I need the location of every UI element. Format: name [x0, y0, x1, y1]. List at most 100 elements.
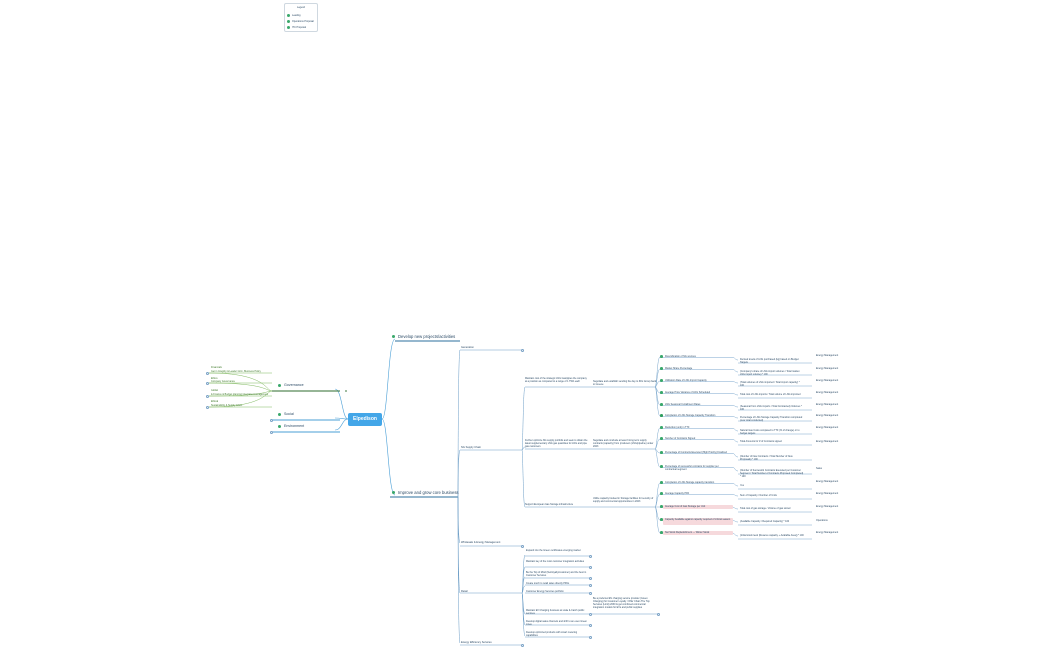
ngsc-objective-2: Further optimize NG supply portfolio and…: [525, 439, 588, 448]
kpi-owner: Energy Management: [816, 379, 839, 382]
gov-item-text-4: Sustainability & Supply Chain: [211, 403, 243, 407]
kpi-dot-icon: [660, 426, 663, 429]
retail-objective-collapse-icon[interactable]: [588, 576, 592, 580]
retail-objective-collapse-icon[interactable]: [588, 623, 592, 627]
kpi-item: Percentage of successful contracts for s…: [665, 465, 719, 471]
gov-item-collapse-4-icon[interactable]: [206, 405, 209, 409]
kpi-dot-icon: [660, 481, 663, 484]
kpi-owner: Energy Management: [816, 440, 839, 443]
kpi-owner: Energy Management: [816, 354, 839, 357]
gov-item-collapse-1-icon[interactable]: [206, 371, 209, 375]
kpi-measure: (Seasonal from LNG imports / Total Contr…: [740, 405, 802, 411]
node-governance[interactable]: Governance: [284, 383, 304, 387]
kpi-dot-icon: [660, 518, 663, 521]
kpi-owner: Energy Management: [816, 531, 839, 534]
social-collapse-icon[interactable]: [270, 418, 273, 422]
ngsc-initiative-1: Negotiate and establish sending the day …: [593, 380, 657, 386]
ngsc-initiative-3: Utilize capacity booked in Storage facil…: [593, 497, 654, 503]
kpi-dot-icon: [660, 492, 663, 495]
ngsc-initiative-2: Negotiate and conclude at least 3 long t…: [593, 439, 654, 448]
kpi-item: Completion of LNG Storage capacity trans…: [665, 481, 715, 484]
kpi-highlight: [663, 504, 733, 509]
retail-objective-collapse-icon[interactable]: [588, 583, 592, 587]
gov-item-head-3: Global: [211, 389, 218, 392]
environment-dot-icon: [278, 425, 281, 428]
kpi-owner: Operations: [816, 519, 828, 522]
kpi-item: Average Capacity PPA: [665, 492, 690, 495]
level2-ng-supply-chain[interactable]: NG Supply Chain: [461, 446, 482, 449]
gov-item-head-1: Financials: [211, 366, 222, 369]
kpi-measure: Natural Gas Costs compared to TTF (% of …: [740, 429, 800, 435]
kpi-measure: (Number of Successful Contracts Executed…: [740, 469, 804, 478]
kpi-item: Utilization Rate of LNG Import Capacity: [665, 379, 707, 382]
social-dot-icon: [278, 413, 281, 416]
retail-objective-collapse-icon[interactable]: [588, 612, 592, 616]
legend-item-leading: Leading: [292, 14, 301, 17]
node-social[interactable]: Social: [284, 412, 294, 416]
kpi-measure: Total Amounts for # of Contracts signed: [740, 440, 782, 443]
leading-dot-icon: [287, 14, 290, 17]
retail-objective: Expand into the Green certificates emerg…: [526, 549, 581, 552]
efficiency-collapse-icon[interactable]: [520, 643, 524, 647]
legend-item-operations: Operations Proposal: [292, 20, 314, 23]
retail-objective: Create touch to retail sales directly PP…: [526, 582, 570, 585]
legend-title: Legend: [297, 6, 305, 9]
kpi-measure: (Available Capacity / Required Capacity)…: [740, 520, 790, 523]
retail-initiative: Be a preferred EV charging service provi…: [593, 597, 650, 609]
level2-energy-efficiency[interactable]: Energy Efficiency Services: [461, 641, 492, 644]
kpi-item: Reduction (unit) in TTF: [665, 426, 690, 429]
level2-retail[interactable]: Retail: [461, 590, 468, 593]
retail-objective-collapse-icon[interactable]: [588, 591, 592, 595]
kpi-item: Average Cost of Gas Storage per Unit: [665, 505, 706, 508]
kpi-owner: Energy Management: [816, 367, 839, 370]
kpi-owner: Energy Management: [816, 505, 839, 508]
kpi-item: Diversification of NG sources: [665, 355, 696, 358]
branch-improve-core[interactable]: Improve and grow core business: [398, 490, 459, 495]
kpi-dot-icon: [660, 391, 663, 394]
kpi-item: Number of Contracts Signed: [665, 437, 696, 440]
gov-item-collapse-2-icon[interactable]: [206, 381, 209, 385]
retail-objective: Maintain EV Charging business at scale &…: [526, 609, 585, 615]
kpi-item: Capacity Available against capacity requ…: [665, 518, 731, 521]
retail-objective: Be the Top of Mind (Net/loyalty/customer…: [526, 571, 587, 577]
kpi-measure: (Number of New Contracts / Total Number …: [740, 455, 793, 461]
kpi-measure: Total cost of LNG imports / Total volume…: [740, 393, 801, 396]
kpi-owner: Energy Management: [816, 492, 839, 495]
kpi-item: Market Share Percentage: [665, 367, 693, 370]
kpi-measure: Percentage of LNG Storage Capacity Trans…: [740, 416, 803, 422]
gov-item-collapse-3-icon[interactable]: [206, 394, 209, 398]
retail-objective: Maintain key of the most customer integr…: [526, 560, 585, 563]
level2-wholesale[interactable]: Wholesale & Energy Management: [461, 541, 501, 544]
wholesale-collapse-icon[interactable]: [520, 544, 524, 548]
branch-develop-new[interactable]: Develop new projects/activities: [398, 334, 456, 339]
kpi-item: Net Stock Replenishment — Winter Stock: [665, 531, 710, 534]
kpi-dot-icon: [660, 403, 663, 406]
kpi-dot-icon: [660, 355, 663, 358]
kpi-owner: Energy Management: [816, 403, 839, 406]
node-environment[interactable]: Environment: [284, 424, 305, 428]
operations-dot-icon: [287, 20, 290, 23]
legend-item-itc: ITC Proposal: [292, 26, 306, 29]
retail-initiative-collapse-icon[interactable]: [656, 612, 660, 616]
governance-dot-icon: [278, 384, 281, 387]
itc-dot-icon: [287, 26, 290, 29]
retail-objective-collapse-icon[interactable]: [588, 565, 592, 569]
generation-collapse-icon[interactable]: [520, 348, 524, 352]
environment-collapse-icon[interactable]: [270, 430, 273, 434]
kpi-item: LNG Seasonal Curtailment Rates: [665, 403, 701, 406]
kpi-measure: Total cost of gas storage / Volume of ga…: [740, 507, 791, 510]
develop-dot-icon: [392, 335, 395, 338]
retail-objective-collapse-icon[interactable]: [588, 554, 592, 558]
retail-objective: Customer Energy Services portfolio: [526, 590, 564, 593]
kpi-dot-icon: [660, 465, 663, 468]
kpi-dot-icon: [660, 437, 663, 440]
retail-objective-collapse-icon[interactable]: [588, 635, 592, 639]
kpi-dot-icon: [660, 367, 663, 370]
root-node[interactable]: Elpedison: [348, 413, 382, 426]
kpi-measure: (Initial stock level (Reserve capacity +…: [740, 534, 804, 537]
kpi-measure: (Total volumes of LNG imported / Total i…: [740, 381, 800, 387]
level2-generation[interactable]: Generation: [461, 346, 474, 349]
kpi-dot-icon: [660, 531, 663, 534]
gov-item-head-2: Ethics: [211, 377, 218, 380]
